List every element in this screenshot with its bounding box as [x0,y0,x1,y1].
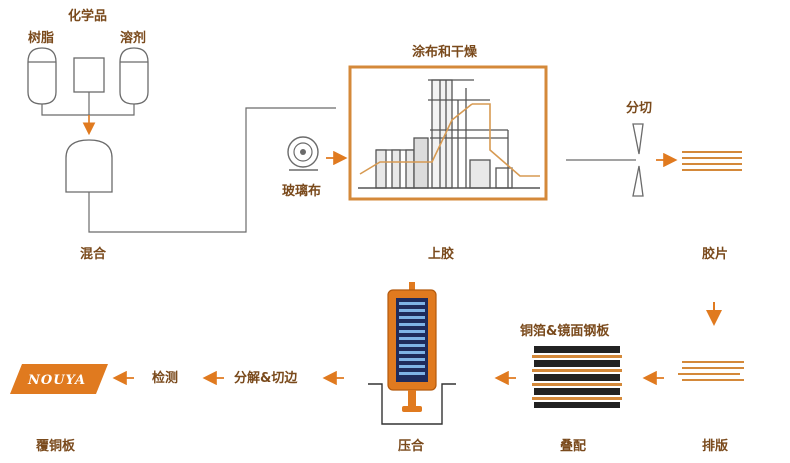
label-mixing: 混合 [80,246,107,262]
label-solvent: 溶剂 [120,30,146,46]
coater-machine [358,79,540,189]
mixing-tank [65,139,113,193]
label-coating-drying: 涂布和干燥 [412,44,478,60]
label-prepreg: 胶片 [702,246,728,262]
label-inspection: 检测 [152,370,178,386]
label-glass-cloth: 玻璃布 [282,183,321,199]
feed-lines [41,92,135,136]
label-foil-plate: 铜箔&镜面钢板 [519,323,610,339]
chemical-box [73,57,105,93]
nouya-logo: NOUYA [10,364,108,394]
layup-sheets [678,361,744,381]
mix-to-coater-line [88,107,336,233]
stacked-plates [532,346,622,408]
label-chemicals: 化学品 [68,8,107,24]
coater-web [359,103,540,177]
prepreg-sheets [682,151,742,171]
label-stacking: 叠配 [560,439,586,454]
label-layup: 排版 [702,438,728,454]
label-ccl: 覆铜板 [36,438,76,454]
press-machine [368,282,456,425]
slitter-blades [632,123,644,197]
glass-cloth-roll [287,136,319,171]
label-pressing: 压合 [398,438,425,454]
resin-tank [27,47,57,105]
label-gluing: 上胶 [428,246,454,262]
logo-text: NOUYA [27,373,86,388]
label-split-trim: 分解&切边 [234,370,298,386]
label-slitting: 分切 [626,100,652,116]
solvent-tank [119,47,149,105]
label-resin: 树脂 [28,30,54,46]
